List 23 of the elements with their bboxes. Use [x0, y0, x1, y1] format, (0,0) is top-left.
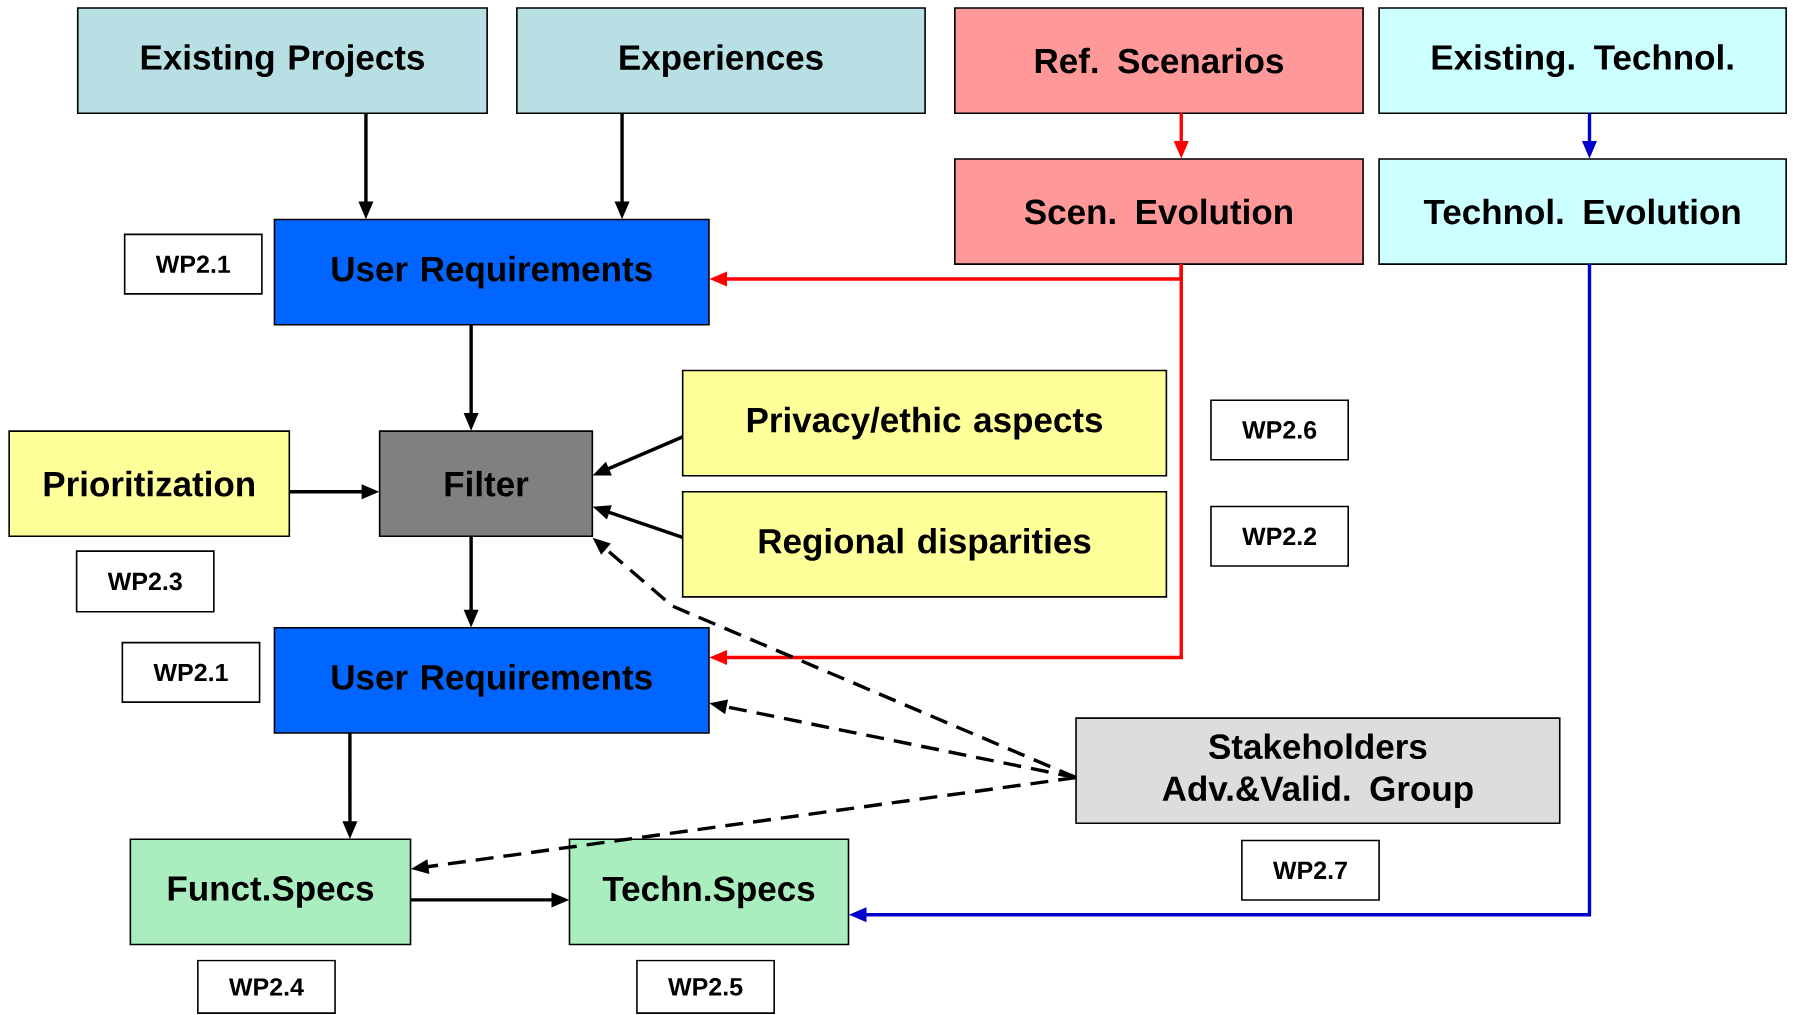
- process-box: Existing Projects: [76, 7, 488, 114]
- process-box: Ref. Scenarios: [954, 7, 1364, 114]
- work-package-label: WP2.3: [75, 550, 215, 613]
- process-box: Privacy/ethic aspects: [681, 369, 1168, 477]
- process-box: Scen. Evolution: [954, 157, 1364, 265]
- process-box: User Requirements: [273, 626, 710, 734]
- process-box: Funct.Specs: [129, 838, 412, 946]
- process-box: Filter: [378, 430, 594, 537]
- work-package-label: WP2.1: [123, 233, 263, 295]
- process-box: Stakeholders Adv.&Valid. Group: [1075, 717, 1561, 824]
- process-box: Existing. Technol.: [1378, 7, 1787, 114]
- process-box: Technol. Evolution: [1378, 157, 1787, 265]
- process-box: Experiences: [516, 7, 926, 114]
- process-box: Techn.Specs: [568, 838, 850, 946]
- process-box: Regional disparities: [681, 490, 1168, 598]
- work-package-label: WP2.2: [1210, 505, 1349, 567]
- work-package-label: WP2.5: [636, 959, 775, 1014]
- work-package-label: WP2.6: [1210, 399, 1349, 461]
- process-box: User Requirements: [273, 218, 710, 326]
- work-package-label: WP2.7: [1241, 839, 1380, 901]
- work-package-label: WP2.1: [121, 641, 261, 703]
- work-package-label: WP2.4: [197, 959, 336, 1014]
- process-box: Prioritization: [8, 430, 291, 537]
